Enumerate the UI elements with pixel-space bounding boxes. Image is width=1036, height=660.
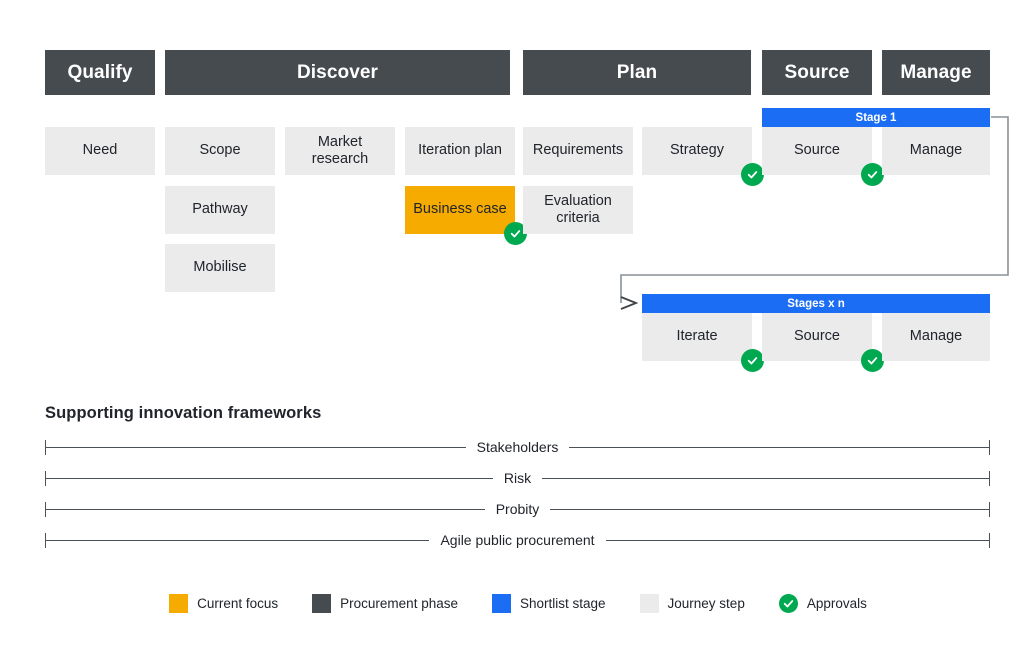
legend-item-current-focus: Current focus [169, 594, 278, 613]
framework-row-stakeholders: Stakeholders [45, 436, 990, 458]
framework-line-left [46, 446, 466, 448]
framework-end-cap [989, 470, 991, 486]
framework-start-cap [45, 532, 46, 548]
legend-label: Journey step [667, 596, 745, 611]
approval-check-icon [504, 222, 527, 245]
frameworks-title: Supporting innovation frameworks [45, 404, 322, 422]
approval-check-icon [778, 594, 798, 613]
journey-step-iterate[interactable]: Iterate [642, 313, 752, 361]
approval-check-icon [861, 349, 884, 372]
approval-check-icon [741, 163, 764, 186]
stage-bar-stage-1[interactable]: Stage 1 [762, 108, 990, 127]
legend: Current focus Procurement phase Shortlist … [0, 594, 1036, 613]
framework-line-left [46, 539, 430, 541]
framework-line-right [605, 539, 989, 541]
journey-step-business-case[interactable]: Business case [405, 186, 515, 234]
journey-step-market-research[interactable]: Market research [285, 127, 395, 175]
journey-step-pathway[interactable]: Pathway [165, 186, 275, 234]
journey-step-manage[interactable]: Manage [882, 127, 990, 175]
framework-row-risk: Risk [45, 467, 991, 489]
journey-step-need[interactable]: Need [45, 127, 155, 175]
framework-line-left [46, 508, 485, 510]
framework-label: Agile public procurement [440, 532, 595, 548]
journey-step-scope[interactable]: Scope [165, 127, 275, 175]
legend-label: Approvals [806, 596, 867, 611]
legend-label: Shortlist stage [519, 596, 606, 611]
legend-swatch [491, 594, 511, 613]
legend-item-journey-step: Journey step [639, 594, 745, 613]
framework-start-cap [45, 439, 46, 455]
journey-step-requirements[interactable]: Requirements [523, 127, 633, 175]
framework-start-cap [45, 501, 46, 517]
phase-bar-qualify[interactable]: Qualify [45, 50, 155, 95]
phase-bar-discover[interactable]: Discover [165, 50, 510, 95]
legend-item-shortlist-stage: Shortlist stage [491, 594, 606, 613]
legend-label: Current focus [197, 596, 279, 611]
framework-label: Probity [495, 501, 540, 517]
framework-label: Risk [503, 470, 532, 486]
approval-check-icon [861, 163, 884, 186]
phase-bar-manage[interactable]: Manage [882, 50, 990, 95]
journey-step-manage[interactable]: Manage [882, 313, 990, 361]
framework-row-agile-public-procurement: Agile public procurement [45, 529, 990, 551]
journey-step-iteration-plan[interactable]: Iteration plan [405, 127, 515, 175]
legend-swatch [639, 594, 659, 613]
framework-end-cap [989, 439, 990, 455]
stage-bar-stages-x-n[interactable]: Stages x n [642, 294, 990, 313]
legend-item-approvals: Approvals [778, 594, 867, 613]
journey-step-mobilise[interactable]: Mobilise [165, 244, 275, 292]
framework-line-right [542, 477, 990, 479]
framework-end-cap [989, 501, 991, 517]
journey-step-evaluation-criteria[interactable]: Evaluation criteria [523, 186, 633, 234]
framework-line-right [550, 508, 990, 510]
framework-line-left [46, 477, 493, 479]
framework-end-cap [989, 532, 990, 548]
framework-start-cap [45, 470, 46, 486]
framework-row-probity: Probity [45, 498, 991, 520]
legend-item-procurement-phase: Procurement phase [312, 594, 458, 613]
legend-swatch [312, 594, 332, 613]
phase-bar-plan[interactable]: Plan [523, 50, 751, 95]
phase-bar-source[interactable]: Source [762, 50, 872, 95]
approval-check-icon [741, 349, 764, 372]
journey-step-source[interactable]: Source [762, 127, 872, 175]
legend-swatch [169, 594, 189, 613]
journey-step-strategy[interactable]: Strategy [642, 127, 752, 175]
framework-label: Stakeholders [476, 439, 559, 455]
framework-line-right [569, 446, 989, 448]
journey-step-source[interactable]: Source [762, 313, 872, 361]
legend-label: Procurement phase [340, 596, 458, 611]
